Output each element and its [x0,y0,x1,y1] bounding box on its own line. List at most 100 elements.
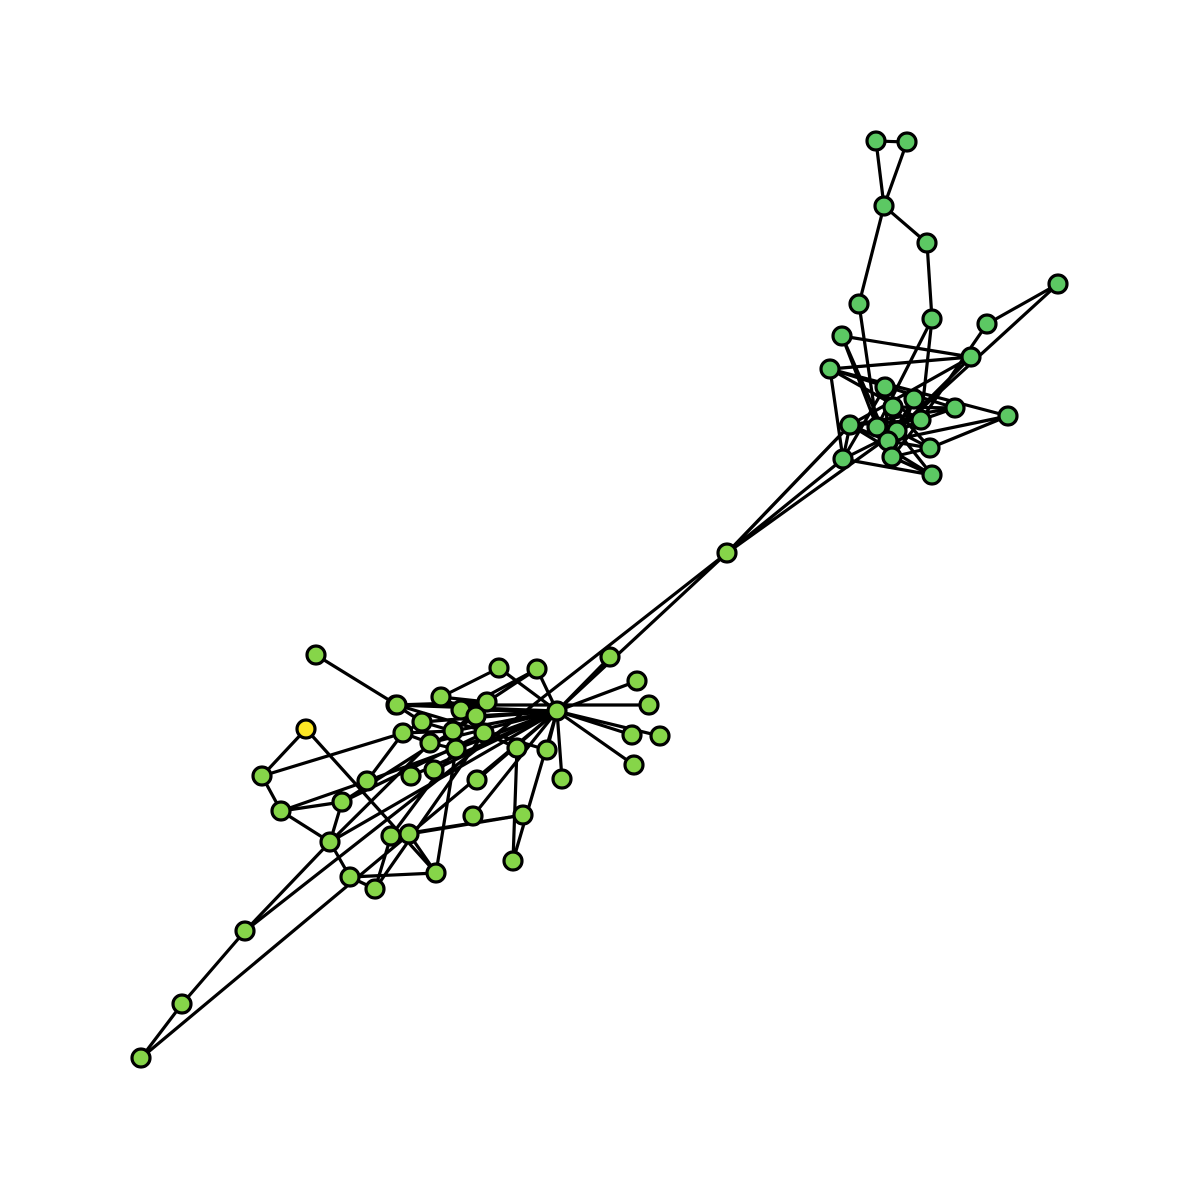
node-layer [130,130,1069,1069]
node-n32 [599,646,621,668]
edge-n30-n38 [439,666,501,699]
node-n1 [896,131,918,153]
edge-n52-n56 [348,871,438,879]
node-n34 [638,694,660,716]
node-n25 [716,542,738,564]
node-n63 [621,724,643,746]
edge-n46-n49 [328,741,432,844]
edge-n25-n19 [725,429,899,555]
node-n58 [380,825,402,847]
node-n66 [551,768,573,790]
node-n39 [476,691,498,713]
node-n61 [512,804,534,826]
node-n33 [626,670,648,692]
edge-n60-n61 [407,813,525,836]
node-n65 [623,754,645,776]
node-n52 [339,866,361,888]
node-n30 [488,657,510,679]
edge-n54-n59 [511,746,519,863]
node-n21 [919,437,941,459]
edge-n26-n27 [180,929,247,1006]
node-n59 [502,850,524,872]
node-n26 [234,920,256,942]
node-n16 [839,414,861,436]
node-n8 [831,325,853,347]
node-n50 [473,722,495,744]
node-n37 [251,765,273,787]
edge-n22-n25 [725,457,845,555]
node-n31 [526,658,548,680]
edge-n9-n10 [828,355,973,371]
node-n41 [411,711,433,733]
node-n0 [865,130,887,152]
node-n55 [386,694,408,716]
node-n38 [430,686,452,708]
edge-n45-n62 [474,709,559,718]
node-n64 [649,725,671,747]
edge-n3-n5 [925,241,934,321]
edge-n8-n9 [840,334,973,359]
node-n9 [960,346,982,368]
node-n60 [398,823,420,845]
node-n47 [356,770,378,792]
node-n23 [881,446,903,468]
edge-n62-n68 [471,709,559,818]
node-n48 [331,791,353,813]
node-n14 [944,397,966,419]
edge-n49-n26 [243,840,332,933]
node-n43 [270,800,292,822]
node-n62 [546,700,568,722]
node-n46 [419,732,441,754]
edge-n6-n7 [985,282,1060,326]
node-n27 [171,993,193,1015]
node-n57 [536,739,558,761]
node-n70 [400,765,422,787]
node-n29 [305,644,327,666]
node-n18 [910,409,932,431]
node-n56 [425,862,447,884]
edge-n59-n62 [511,709,559,863]
edge-n0-n2 [874,139,886,208]
node-n24 [921,464,943,486]
node-n67 [466,769,488,791]
node-n44 [442,720,464,742]
edge-n62-n66 [555,709,564,781]
edge-n43-n47 [279,779,369,813]
edge-n2-n4 [857,204,886,306]
node-n7 [976,313,998,335]
node-n22 [832,448,854,470]
edge-n22-n24 [841,457,934,477]
node-n28 [130,1047,152,1069]
node-n51 [445,738,467,760]
edge-n9-n19 [895,355,973,433]
edge-n25-n62 [555,551,729,713]
node-n3 [916,232,938,254]
edge-n62-n64 [555,709,662,738]
node-n2 [873,195,895,217]
node-n11 [997,405,1019,427]
node-n42 [392,722,414,744]
node-n36 [295,718,317,740]
edge-n62-n49 [328,709,559,844]
edge-n27-n28 [139,1002,184,1060]
node-n13 [903,388,925,410]
edge-n37-n42 [260,731,405,778]
node-n53 [364,878,386,900]
node-n12 [874,376,896,398]
edge-n11-n21 [928,414,1010,450]
edge-n50-n53 [373,731,486,891]
edge-n10-n22 [828,367,845,461]
edge-n16-n25 [725,423,852,555]
edge-n62-n65 [555,709,636,767]
node-n68 [462,805,484,827]
node-n15 [882,396,904,418]
node-n17 [866,416,888,438]
node-n69 [423,759,445,781]
node-n5 [921,308,943,330]
edge-n29-n55 [314,653,399,707]
node-n10 [819,358,841,380]
node-n4 [848,293,870,315]
node-n49 [319,831,341,853]
